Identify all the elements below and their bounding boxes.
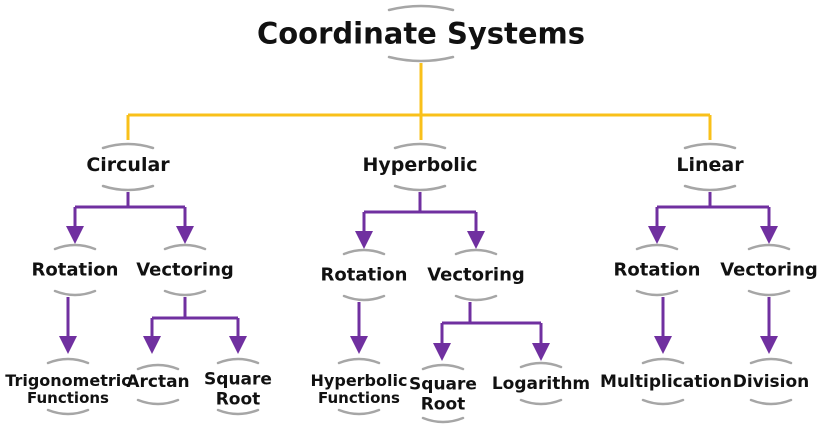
bracket-top-division <box>749 357 793 365</box>
output-line1: Division <box>732 372 810 393</box>
bracket-top-logarithm <box>519 361 563 369</box>
output-line1: Trigonometric <box>5 371 131 391</box>
output-line2: Functions <box>318 389 400 408</box>
bracket-bottom-multiplication <box>641 398 685 406</box>
bracket-bottom-trigonometric-functions <box>46 408 90 416</box>
bracket-top-linear <box>683 142 737 150</box>
bracket-bottom-square-root-hyperbolic <box>421 416 465 424</box>
bracket-top-hyperbolic-functions <box>337 357 381 365</box>
mode-node-hyperbolic-rotation: Rotation <box>320 264 408 286</box>
bracket-bottom-hyperbolic-functions <box>337 408 381 416</box>
bracket-bottom-square-root-circular <box>216 408 260 416</box>
mode-node-hyperbolic-vectoring: Vectoring <box>427 264 525 286</box>
output-line1: Multiplication <box>600 372 732 393</box>
output-node-trigonometric-functions: Trigonometric Functions <box>5 371 131 408</box>
output-line1: Logarithm <box>491 374 591 395</box>
bracket-top-circular-vectoring <box>163 243 207 251</box>
bracket-bottom-circular-rotation <box>53 289 97 297</box>
bracket-bottom-arctan <box>136 398 180 406</box>
output-line2: Root <box>420 394 466 414</box>
bracket-top-circular-rotation <box>53 243 97 251</box>
bracket-bottom-circular-vectoring <box>163 289 207 297</box>
bracket-bottom-circular <box>101 184 155 192</box>
output-node-multiplication: Multiplication <box>600 373 732 393</box>
output-node-division: Division <box>733 373 810 393</box>
output-line1: Arctan <box>126 372 190 393</box>
mode-node-linear-rotation: Rotation <box>613 259 701 281</box>
bracket-bottom-logarithm <box>519 398 563 406</box>
bracket-bottom-linear <box>683 184 737 192</box>
mode-node-circular-rotation: Rotation <box>31 259 119 281</box>
bracket-top-square-root-circular <box>216 357 260 365</box>
bracket-top-arctan <box>136 363 180 371</box>
root-top-bracket <box>387 4 455 12</box>
root-node-label: Coordinate Systems <box>256 16 586 51</box>
root-bottom-bracket <box>387 55 455 63</box>
mode-node-circular-vectoring: Vectoring <box>136 259 234 281</box>
output-line1: Square <box>204 369 272 390</box>
system-node-linear: Linear <box>676 154 744 177</box>
system-node-hyperbolic: Hyperbolic <box>362 154 478 177</box>
output-node-logarithm: Logarithm <box>492 375 590 395</box>
output-line2: Functions <box>27 389 109 408</box>
output-node-arctan: Arctan <box>126 373 189 393</box>
output-line2: Root <box>215 389 261 409</box>
bracket-top-linear-vectoring <box>747 243 791 251</box>
bracket-top-trigonometric-functions <box>46 357 90 365</box>
bracket-top-square-root-hyperbolic <box>421 363 465 371</box>
bracket-bottom-division <box>749 398 793 406</box>
bracket-bottom-hyperbolic-vectoring <box>454 294 498 302</box>
output-line1: Square <box>409 374 477 395</box>
bracket-top-multiplication <box>641 357 685 365</box>
output-line1: Hyperbolic <box>310 371 408 391</box>
output-node-square-root-circular: Square Root <box>204 370 272 409</box>
bracket-top-hyperbolic-vectoring <box>454 248 498 256</box>
bracket-bottom-hyperbolic-rotation <box>342 294 386 302</box>
output-node-hyperbolic-functions: Hyperbolic Functions <box>310 371 408 408</box>
bracket-bottom-linear-vectoring <box>747 289 791 297</box>
bracket-top-circular <box>101 142 155 150</box>
bracket-bottom-linear-rotation <box>635 289 679 297</box>
bracket-top-linear-rotation <box>635 243 679 251</box>
bracket-top-hyperbolic <box>393 142 447 150</box>
output-node-square-root-hyperbolic: Square Root <box>409 375 477 414</box>
bracket-top-hyperbolic-rotation <box>342 248 386 256</box>
mode-node-linear-vectoring: Vectoring <box>720 259 818 281</box>
system-node-circular: Circular <box>86 154 170 177</box>
bracket-bottom-hyperbolic <box>393 184 447 192</box>
